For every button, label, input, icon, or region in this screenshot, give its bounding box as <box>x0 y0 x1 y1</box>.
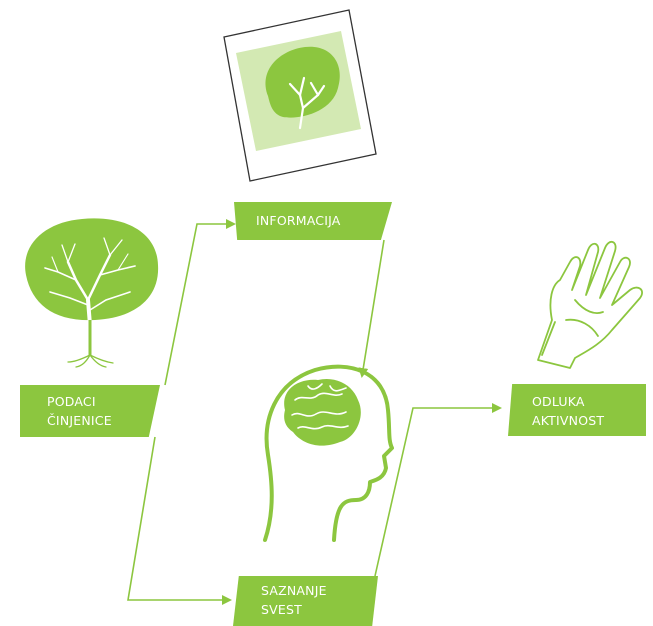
polaroid-tree-icon <box>223 9 377 182</box>
tree-icon <box>25 218 159 368</box>
arrow-informacija-saznanje <box>358 239 385 378</box>
hand-icon <box>537 241 643 369</box>
node-informacija: INFORMACIJA <box>234 202 392 240</box>
arrow-podaci-saznanje <box>127 436 232 605</box>
node-odluka-line1: ODLUKA <box>532 394 585 409</box>
node-podaci: PODACI ČINJENICE <box>20 385 160 437</box>
node-informacija-line1: INFORMACIJA <box>256 213 341 228</box>
node-podaci-line1: PODACI <box>47 394 96 409</box>
arrow-saznanje-odluka <box>374 403 502 577</box>
node-saznanje: SAZNANJE SVEST <box>233 576 378 626</box>
node-saznanje-line1: SAZNANJE <box>261 583 327 598</box>
head-brain-icon <box>263 364 394 542</box>
node-odluka-line2: AKTIVNOST <box>532 413 605 428</box>
node-saznanje-line2: SVEST <box>261 602 302 617</box>
arrow-podaci-informacija <box>164 219 236 386</box>
connector-arrows <box>127 219 502 605</box>
node-odluka: ODLUKA AKTIVNOST <box>508 384 646 436</box>
node-podaci-line2: ČINJENICE <box>47 413 112 428</box>
